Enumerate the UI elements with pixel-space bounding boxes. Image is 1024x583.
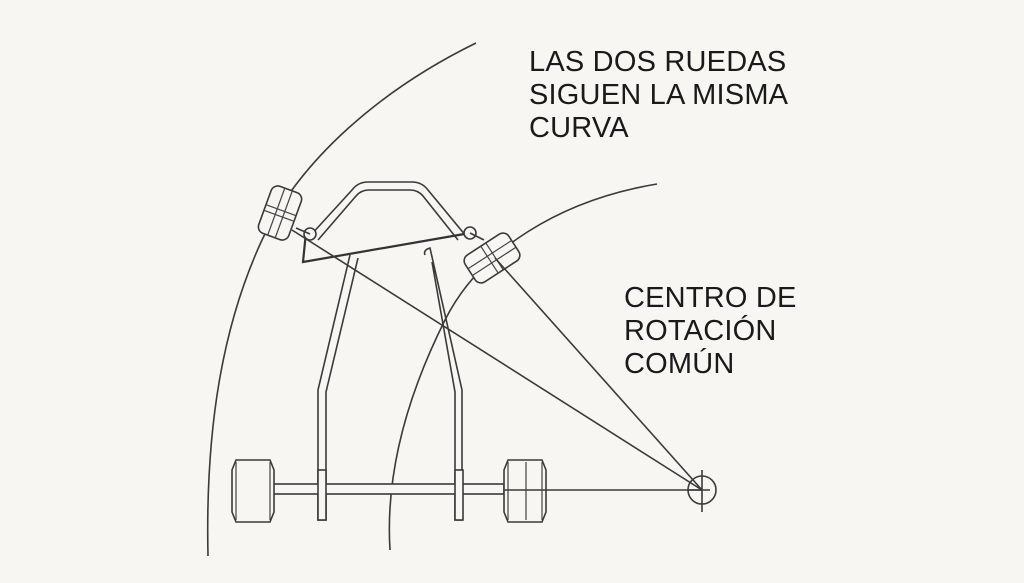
label-line: ROTACIÓN xyxy=(624,315,777,347)
label-line: CENTRO DE xyxy=(624,282,797,314)
rear-right-wheel xyxy=(503,459,547,523)
common-rotation-center xyxy=(687,470,717,512)
rear-left-wheel xyxy=(231,459,275,523)
front-right-wheel xyxy=(463,232,521,284)
inner-wheel-turning-arc xyxy=(388,183,658,551)
steering-tie-rod xyxy=(301,231,471,264)
label-line: COMÚN xyxy=(624,348,735,380)
label-line: CURVA xyxy=(529,112,629,144)
rear-axle xyxy=(271,483,505,495)
label-line: LAS DOS RUEDAS xyxy=(529,46,787,78)
outer-wheel-turning-arc xyxy=(206,42,477,557)
outer-wheel-radius-line xyxy=(291,229,703,491)
label-line: SIGUEN LA MISMA xyxy=(529,79,789,111)
inner-wheel-radius-line xyxy=(494,257,703,491)
kart-chassis-frame xyxy=(309,181,467,241)
wheels-follow-same-curve-label: LAS DOS RUEDAS SIGUEN LA MISMA CURVA xyxy=(529,46,788,145)
front-left-wheel xyxy=(257,185,303,241)
rotation-center-label: CENTRO DE ROTACIÓN COMÚN xyxy=(624,282,797,381)
